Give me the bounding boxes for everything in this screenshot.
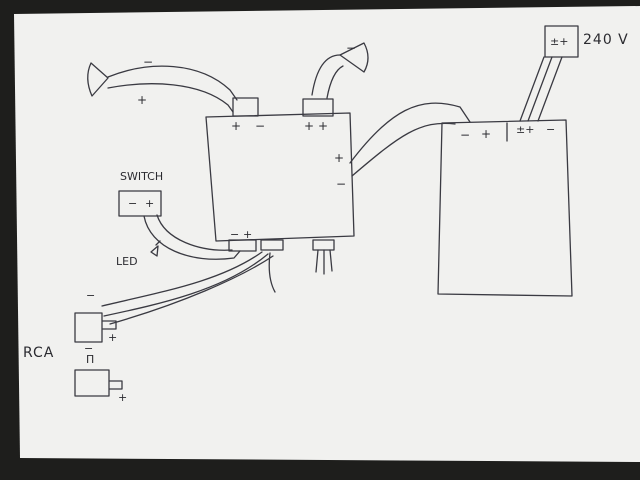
- amp-right-plus-1: +: [304, 119, 315, 133]
- amp-power-minus: −: [336, 177, 347, 191]
- amp-bottom-plus: +: [243, 228, 253, 241]
- rca-2-marker: П: [86, 353, 95, 366]
- amp-left-plus: +: [231, 119, 242, 133]
- rca-jack-2: [74, 369, 123, 397]
- mains-voltage-label: 240 V: [583, 32, 629, 48]
- extra-wires: [315, 249, 333, 275]
- psu-mains-minus: −: [546, 123, 556, 136]
- switch-box: [118, 190, 162, 217]
- rca-2-plus: +: [118, 391, 128, 404]
- power-cable: [349, 102, 471, 177]
- rca-2-minus: −: [84, 342, 94, 355]
- left-speaker-connector: [232, 97, 259, 117]
- psu-mains-terminal: ±+: [516, 123, 535, 136]
- switch-minus: −: [128, 197, 138, 210]
- rca-1-plus: +: [108, 331, 118, 344]
- switch-wire: [143, 214, 241, 260]
- connector-rca: [260, 239, 284, 251]
- rca-label: RCA: [23, 345, 55, 361]
- right-speaker-minus: −: [346, 41, 357, 55]
- amp-bottom-minus: −: [230, 228, 240, 241]
- amp-power-plus: +: [334, 151, 345, 165]
- rca-1-minus: −: [86, 289, 96, 302]
- led-symbol: [150, 240, 161, 257]
- rca-cable: [101, 251, 276, 325]
- paper-sheet: [14, 6, 640, 462]
- psu-minus: −: [460, 128, 471, 142]
- switch-plus: +: [145, 197, 155, 210]
- psu-plus: +: [481, 127, 492, 141]
- rca-jack-1: [74, 312, 117, 343]
- right-speaker: [339, 42, 369, 73]
- right-speaker-connector: [302, 98, 334, 117]
- amp-left-minus: −: [255, 119, 266, 133]
- led-label: LED: [116, 255, 138, 268]
- left-speaker-cable: [107, 65, 238, 113]
- connector-switch: [228, 239, 257, 252]
- right-speaker-cable: [311, 54, 344, 99]
- left-speaker: [87, 62, 109, 97]
- amplifier-board: [205, 112, 355, 242]
- amp-right-plus-2: +: [318, 119, 329, 133]
- switch-label: SWITCH: [120, 170, 164, 183]
- power-supply-box: [437, 119, 573, 297]
- mains-cable: [519, 56, 563, 122]
- left-speaker-minus: −: [143, 55, 154, 69]
- mains-plug-symbol: ±+: [550, 35, 569, 48]
- left-speaker-plus: +: [137, 93, 148, 107]
